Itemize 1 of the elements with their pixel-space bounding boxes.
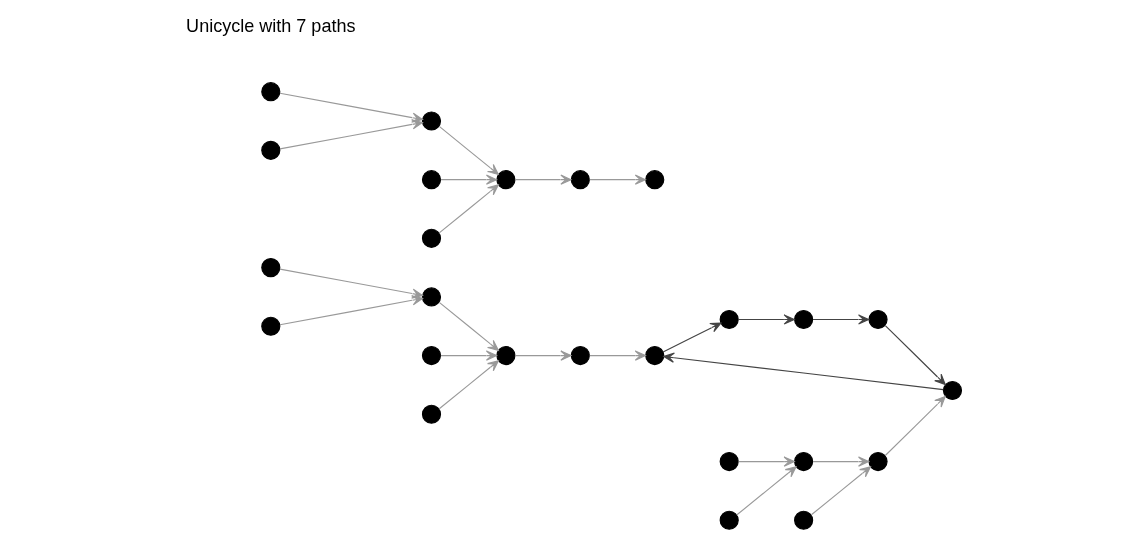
label: Unicycle with 7 paths — [185, 15, 355, 36]
